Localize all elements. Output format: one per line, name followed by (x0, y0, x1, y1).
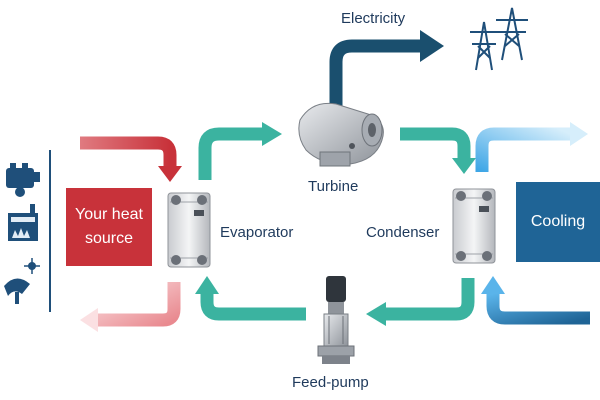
electricity-arrow (329, 30, 444, 108)
electricity-label: Electricity (341, 10, 406, 27)
factory-furnace-icon (8, 204, 38, 241)
evaporator-heat-exchanger-icon (167, 192, 211, 268)
turbine-label: Turbine (308, 178, 359, 195)
heat-source-line2: source (84, 230, 133, 247)
turbine-to-condenser-arrow (400, 127, 476, 174)
industrial-engine-icon (6, 163, 40, 197)
feed-pump-label: Feed-pump (292, 374, 369, 391)
pump-to-evaporator-arrow (195, 276, 306, 321)
heat-source-line1: Your heat (75, 206, 143, 223)
steam-turbine-icon (298, 102, 384, 167)
vertical-multistage-pump-icon (317, 276, 355, 364)
heat-inflow-arrow (80, 136, 182, 182)
heat-source-box: Your heat source (66, 188, 152, 266)
condenser-heat-exchanger-icon (452, 188, 496, 264)
evaporator-label: Evaporator (220, 224, 294, 241)
cooling-outflow-arrow (475, 122, 588, 172)
cooling-inflow-arrow (481, 276, 590, 325)
condenser-to-pump-arrow (366, 278, 475, 326)
evaporator-to-turbine-arrow (198, 122, 282, 180)
condenser-label: Condenser (366, 224, 440, 241)
power-pylon-icon (470, 7, 528, 71)
heat-return-arrow (80, 282, 181, 332)
solar-collector-icon (4, 258, 40, 304)
cooling-box: Cooling (516, 182, 600, 262)
